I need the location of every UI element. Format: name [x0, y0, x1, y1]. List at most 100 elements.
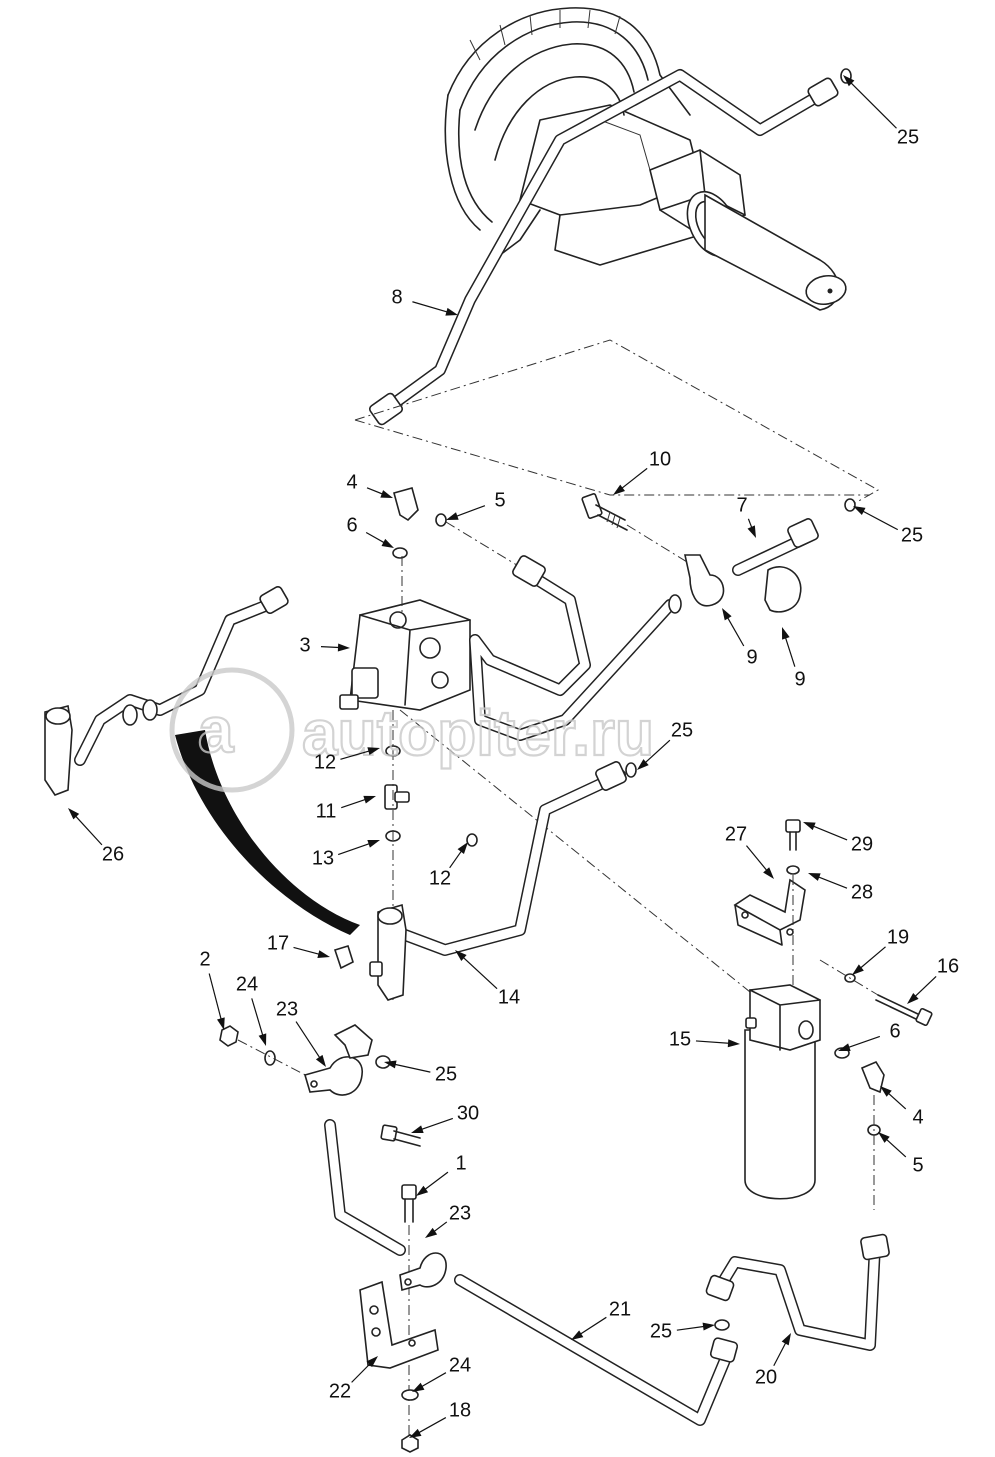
callout-arrowhead-2 [216, 1017, 225, 1030]
clamp-23-lower [399, 1252, 447, 1292]
plug-17 [333, 945, 354, 970]
callout-arrowhead-14 [455, 950, 467, 961]
callout-label-23: 23 [276, 998, 298, 1020]
callout-leader-9 [724, 612, 745, 647]
callout-label-16: 16 [937, 955, 959, 977]
callout-label-10: 10 [649, 448, 671, 470]
callout-arrowhead-12 [457, 842, 468, 854]
callout-arrowhead-29 [803, 822, 816, 831]
tube-26 [44, 586, 289, 796]
callout-label-4: 4 [912, 1106, 923, 1128]
callout-label-25: 25 [897, 126, 919, 148]
callout-arrowhead-16 [907, 992, 919, 1004]
tube-21 [454, 1274, 739, 1426]
callout-arrowhead-25 [843, 75, 855, 87]
callout-arrowhead-13 [367, 840, 380, 848]
washer-24-upper [264, 1050, 276, 1066]
callout-leader-8 [412, 301, 453, 314]
callout-label-26: 26 [102, 843, 124, 865]
callout-leader-13 [337, 841, 375, 856]
callout-arrowhead-1 [416, 1185, 429, 1196]
callout-arrowhead-24 [412, 1382, 425, 1392]
callout-arrowhead-26 [68, 808, 80, 820]
washer-24-lower [401, 1389, 419, 1401]
callout-label-15: 15 [669, 1028, 691, 1050]
elbow-fitting-4-lower [834, 1047, 885, 1136]
callout-arrowhead-5 [446, 512, 459, 520]
callout-label-25: 25 [901, 524, 923, 546]
callout-label-6: 6 [889, 1020, 900, 1042]
callout-leader-25 [389, 1062, 431, 1073]
axis-line-10 [626, 524, 701, 571]
callout-leader-25 [858, 508, 899, 531]
callout-leader-24 [251, 998, 265, 1041]
callout-arrowhead-22 [366, 1356, 378, 1368]
callout-arrowhead-7 [747, 525, 756, 538]
callout-leader-26 [71, 811, 103, 846]
clamp-9-a [684, 554, 725, 607]
callout-arrowhead-30 [411, 1125, 424, 1133]
axle-housing [444, 7, 847, 311]
callout-label-5: 5 [494, 489, 505, 511]
bolt-30 [380, 1124, 421, 1147]
callout-label-2: 2 [199, 948, 210, 970]
callout-arrowhead-4 [880, 1086, 892, 1097]
watermark-logo-glyph: a [198, 694, 234, 766]
callout-leader-15 [695, 1040, 735, 1045]
bolt-1 [401, 1184, 417, 1223]
tube-lower-left [324, 1119, 406, 1256]
callout-arrowhead-11 [363, 795, 376, 804]
watermark-logo-icon [169, 667, 295, 793]
callout-leader-29 [808, 823, 848, 841]
callout-leader-19 [856, 946, 886, 972]
callout-label-29: 29 [851, 833, 873, 855]
watermark-text: autopiter.ru [302, 697, 654, 769]
callout-label-8: 8 [391, 286, 402, 308]
callout-label-7: 7 [736, 494, 747, 516]
callout-label-25: 25 [435, 1063, 457, 1085]
callout-label-14: 14 [498, 986, 520, 1008]
callout-label-28: 28 [851, 881, 873, 903]
callout-label-27: 27 [725, 823, 747, 845]
callout-leader-23 [295, 1021, 324, 1063]
callout-label-25: 25 [650, 1320, 672, 1342]
hose [175, 730, 360, 935]
callout-arrowhead-25 [702, 1322, 715, 1331]
callout-arrowhead-4 [380, 490, 393, 498]
callout-arrowhead-23 [315, 1054, 326, 1067]
callout-leader-30 [416, 1117, 454, 1132]
callout-label-24: 24 [236, 973, 258, 995]
elbow-fitting-upper-left [333, 1024, 391, 1069]
tube-7 [732, 498, 856, 576]
callout-label-9: 9 [794, 668, 805, 690]
tube-8 [368, 68, 852, 426]
callout-arrowhead-19 [852, 964, 864, 975]
callout-label-20: 20 [755, 1366, 777, 1388]
callout-label-18: 18 [449, 1399, 471, 1421]
callout-arrowhead-21 [571, 1330, 584, 1340]
callout-leader-14 [459, 953, 498, 990]
callout-label-6: 6 [346, 514, 357, 536]
tee-fitting-11 [384, 745, 478, 847]
callout-leader-10 [617, 467, 648, 492]
callout-label-1: 1 [455, 1152, 466, 1174]
valve-3 [339, 599, 471, 711]
projection-line-a [354, 339, 880, 507]
callout-arrowhead-27 [763, 867, 774, 879]
callout-arrowhead-10 [613, 484, 626, 495]
callout-label-3: 3 [299, 634, 310, 656]
callout-arrowhead-25 [384, 1060, 397, 1069]
callout-label-30: 30 [457, 1102, 479, 1124]
callout-arrowhead-8 [445, 307, 458, 316]
callout-label-25: 25 [671, 719, 693, 741]
tube-14 [369, 761, 637, 1001]
callout-arrowhead-9 [722, 608, 732, 621]
callout-leader-2 [208, 973, 224, 1025]
callout-leader-25 [846, 78, 897, 129]
axis-line-2 [237, 1039, 316, 1081]
callout-label-21: 21 [609, 1298, 631, 1320]
callout-label-13: 13 [312, 847, 334, 869]
callout-arrowhead-5 [878, 1132, 890, 1143]
